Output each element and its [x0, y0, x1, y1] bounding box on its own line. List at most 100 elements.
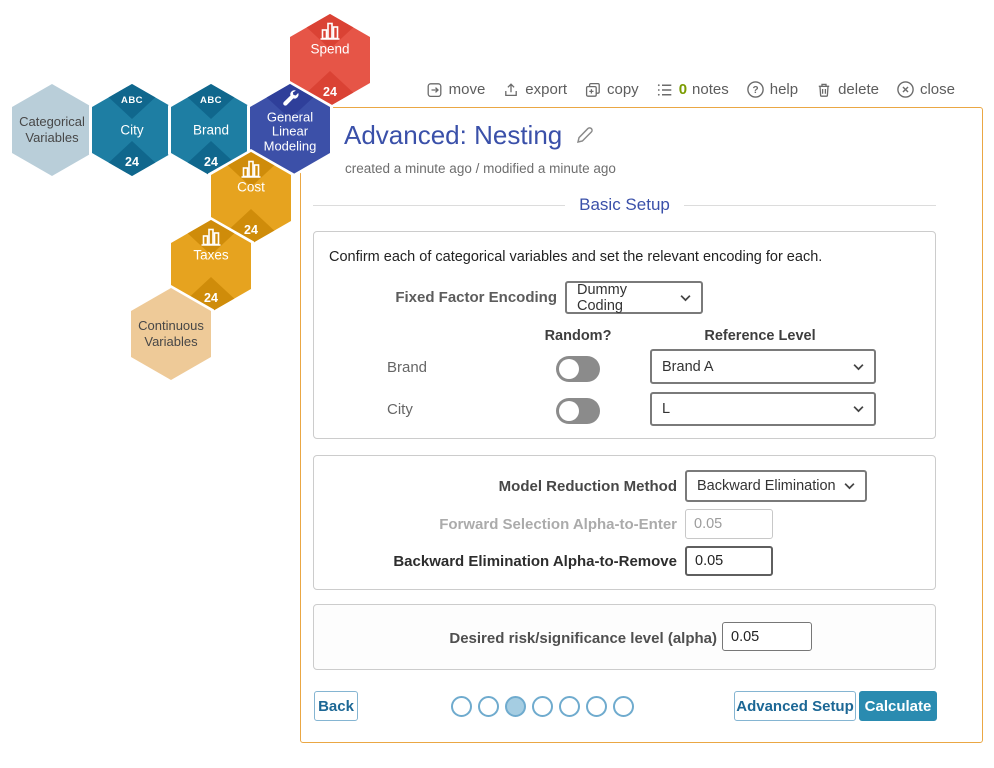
advanced-setup-button[interactable]: Advanced Setup: [734, 691, 856, 721]
risk-level-section: Desired risk/significance level (alpha): [313, 604, 936, 670]
page-dot-5[interactable]: [559, 695, 580, 717]
help-icon: ?: [746, 81, 764, 98]
random-toggle-brand[interactable]: [556, 356, 600, 382]
chevron-down-icon: [844, 483, 855, 490]
reference-level-select-city[interactable]: L: [650, 392, 876, 426]
export-label: export: [525, 81, 567, 98]
trash-icon: [818, 83, 830, 97]
notes-count: 0: [678, 81, 688, 98]
calculate-button[interactable]: Calculate: [859, 691, 937, 721]
reference-level-column-header: Reference Level: [704, 328, 816, 344]
random-column-header: Random?: [544, 328, 612, 344]
hexagon-city[interactable]: ABC City 24: [89, 81, 175, 179]
reference-level-value-city: L: [662, 401, 671, 417]
move-icon: [427, 82, 442, 97]
move-button[interactable]: move: [426, 81, 486, 99]
page-dot-6[interactable]: [586, 695, 607, 717]
page-title: Advanced: Nesting: [344, 120, 563, 150]
hexagon-badge: 24: [244, 223, 258, 237]
random-toggle-city[interactable]: [556, 398, 600, 424]
close-button[interactable]: close: [896, 80, 955, 99]
edit-title-icon[interactable]: [574, 125, 595, 146]
page-dot-2[interactable]: [478, 695, 499, 717]
model-reduction-method-value: Backward Elimination: [697, 478, 836, 494]
hex-icon-cap: [104, 84, 160, 119]
hexagon-label: Spend: [310, 41, 350, 57]
hexagon-continuous-variables[interactable]: Continuous Variables: [128, 285, 214, 383]
factor-name-city: City: [387, 401, 413, 418]
hex-icon-cap: [183, 84, 239, 119]
wrench-icon: [250, 88, 330, 109]
chevron-down-icon: [853, 363, 864, 370]
toolbar: move export copy 0 notes ? help: [426, 80, 955, 99]
hexagon-label: Cost: [237, 179, 265, 195]
hexagon-label: Taxes: [193, 247, 229, 263]
page-dot-4[interactable]: [532, 695, 553, 717]
backward-alpha-input[interactable]: [685, 546, 773, 576]
risk-level-input[interactable]: [722, 622, 812, 651]
hexagon-label: General Linear Modeling: [263, 109, 317, 154]
notes-label: notes: [692, 81, 729, 98]
encoding-select-value: Dummy Coding: [577, 281, 627, 314]
close-icon: [897, 81, 914, 98]
copy-button[interactable]: copy: [584, 81, 639, 99]
model-reduction-section: Model Reduction Method Backward Eliminat…: [313, 455, 936, 590]
backward-alpha-label: Backward Elimination Alpha-to-Remove: [393, 553, 677, 570]
bar-chart-icon: [211, 158, 291, 179]
close-label: close: [919, 81, 955, 98]
study-panel: Advanced: Nesting created a minute ago /…: [300, 107, 983, 743]
section-header: Basic Setup: [579, 195, 670, 214]
svg-text:?: ?: [752, 85, 758, 96]
hexagon-categorical-variables[interactable]: Categorical Variables: [9, 81, 95, 179]
abc-icon: ABC: [199, 95, 223, 106]
delete-button[interactable]: delete: [815, 81, 879, 99]
page-dot-1[interactable]: [451, 695, 472, 717]
model-reduction-method-label: Model Reduction Method: [498, 478, 677, 495]
hexagon-label: City: [120, 122, 144, 138]
fixed-factor-encoding-label: Fixed Factor Encoding: [395, 289, 557, 306]
hexagon-spend[interactable]: Spend 24: [287, 11, 373, 109]
forward-alpha-label: Forward Selection Alpha-to-Enter: [439, 516, 677, 533]
hexagon-label: Categorical Variables: [19, 114, 85, 145]
reference-level-value-brand: Brand A: [662, 358, 714, 375]
help-label: help: [769, 81, 799, 98]
hexagon-categorical-body: Categorical Variables: [12, 84, 92, 176]
help-button[interactable]: ? help: [746, 80, 798, 99]
copy-label: copy: [607, 81, 639, 98]
created-modified-text: created a minute ago / modified a minute…: [345, 161, 616, 176]
hexagon-badge: 24: [125, 155, 139, 169]
forward-alpha-input: [685, 509, 773, 539]
bar-chart-icon: [290, 20, 370, 41]
factor-name-brand: Brand: [387, 359, 428, 376]
hexagon-continuous-body: Continuous Variables: [131, 288, 211, 380]
delete-label: delete: [838, 81, 879, 98]
hexagon-city-body: ABC City 24: [92, 84, 172, 176]
encoding-select[interactable]: Dummy Coding: [565, 281, 703, 314]
hexagon-badge: 24: [323, 85, 337, 99]
instruction-text: Confirm each of categorical variables an…: [329, 249, 823, 265]
encoding-section: Confirm each of categorical variables an…: [313, 231, 936, 439]
title-row: Advanced: Nesting: [344, 120, 595, 151]
hexagon-label: Brand: [192, 122, 230, 138]
page-dot-7[interactable]: [613, 695, 634, 717]
hexagon-label: Continuous Variables: [138, 318, 204, 349]
export-button[interactable]: export: [502, 81, 567, 99]
notes-list-icon: [657, 83, 671, 96]
reference-level-select-brand[interactable]: Brand A: [650, 349, 876, 384]
chevron-down-icon: [853, 406, 864, 413]
model-reduction-method-select[interactable]: Backward Elimination: [685, 470, 867, 502]
chevron-down-icon: [680, 294, 691, 301]
back-button[interactable]: Back: [314, 691, 358, 721]
move-label: move: [448, 81, 486, 98]
risk-level-label: Desired risk/significance level (alpha): [449, 630, 717, 647]
bar-chart-icon: [171, 226, 251, 247]
export-icon: [505, 82, 518, 96]
page-dot-3[interactable]: [505, 695, 526, 717]
copy-icon: [585, 82, 600, 97]
notes-button[interactable]: 0 notes: [656, 81, 729, 99]
hexagon-badge: 24: [204, 291, 218, 305]
pagination: [451, 691, 634, 721]
hexagon-badge: 24: [204, 155, 218, 169]
abc-icon: ABC: [120, 95, 144, 106]
